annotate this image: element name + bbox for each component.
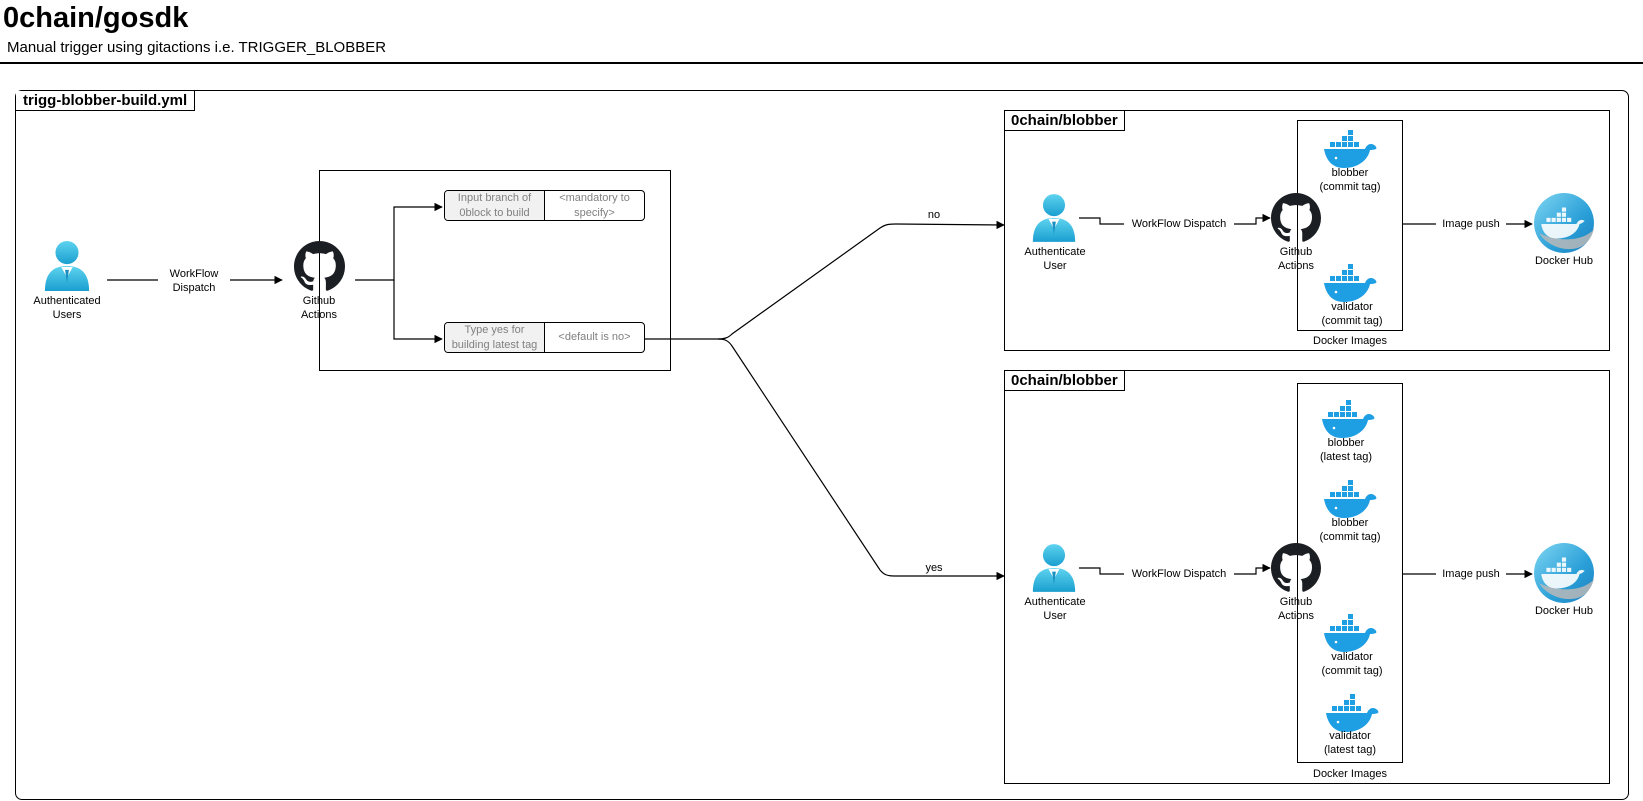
github-icon — [1271, 543, 1321, 593]
authenticated-users-icon — [43, 241, 91, 291]
input-arrow-branch — [355, 202, 443, 281]
input-field-value: <mandatory to specify> — [559, 191, 630, 219]
docker-image-icon — [1320, 399, 1376, 439]
page-subtitle: Manual trigger using gitactions i.e. TRI… — [7, 39, 387, 56]
docker-image-icon — [1322, 263, 1378, 303]
docker-image-icon — [1322, 479, 1378, 519]
docker-image-label: validator (latest tag) — [1324, 730, 1376, 756]
authenticate-user-icon — [1031, 543, 1077, 593]
input-field-branch[interactable]: Input branch of 0block to build <mandato… — [444, 190, 645, 221]
github-actions-label: Github Actions — [300, 295, 338, 321]
github-icon — [1271, 193, 1321, 243]
docker-image-label: validator (commit tag) — [1321, 301, 1383, 327]
docker-images-group-label: Docker Images — [1313, 768, 1387, 780]
input-field-key: Input branch of 0block to build — [445, 191, 545, 220]
docker-hub-label: Docker Hub — [1534, 255, 1594, 267]
github-actions-label: Github Actions — [1277, 596, 1315, 622]
docker-image-icon — [1322, 129, 1378, 169]
dispatch-label: WorkFlow Dispatch — [158, 267, 230, 295]
repo-name-tab: 0chain/blobber — [1005, 371, 1125, 391]
github-actions-label: Github Actions — [1277, 246, 1315, 272]
docker-image-label: blobber (commit tag) — [1319, 167, 1381, 193]
repo-frame-no: 0chain/blobber — [1004, 110, 1610, 351]
yes-branch-arrow — [717, 338, 1005, 581]
repo-name-tab: 0chain/blobber — [1005, 111, 1125, 131]
repo-yes-user-line — [1079, 567, 1124, 575]
authenticated-users-label: Authenticated Users — [33, 295, 101, 321]
repo-no-user-line — [1079, 217, 1124, 225]
input-arrow-latest — [393, 280, 443, 344]
authenticate-user-label: Authenticate User — [1024, 596, 1086, 622]
authenticate-user-icon — [1031, 193, 1077, 243]
header-divider — [0, 62, 1643, 64]
workflow-name-tab: trigg-blobber-build.yml — [16, 91, 196, 111]
docker-image-label: blobber (latest tag) — [1320, 437, 1372, 463]
docker-image-label: validator (commit tag) — [1321, 651, 1383, 677]
docker-image-icon — [1324, 693, 1380, 733]
docker-images-group-label: Docker Images — [1313, 335, 1387, 347]
image-push-label: Image push — [1436, 217, 1506, 231]
docker-hub-icon — [1533, 192, 1595, 254]
github-icon — [294, 241, 345, 292]
input-field-key: Type yes for building latest tag — [445, 323, 545, 352]
image-push-label: Image push — [1436, 567, 1506, 581]
inputs-group — [319, 170, 671, 371]
docker-hub-icon — [1533, 542, 1595, 604]
no-branch-arrow — [645, 220, 1005, 340]
branch-label-no: no — [922, 208, 946, 222]
input-field-latest[interactable]: Type yes for building latest tag <defaul… — [444, 322, 645, 353]
docker-images-group-no — [1297, 120, 1403, 331]
page-title: 0chain/gosdk — [3, 2, 189, 34]
input-field-value: <default is no> — [558, 331, 631, 343]
branch-label-yes: yes — [920, 561, 948, 575]
docker-image-label: blobber (commit tag) — [1319, 517, 1381, 543]
repo-yes-dispatch-arrow — [1234, 563, 1271, 575]
docker-images-group-yes — [1297, 383, 1403, 763]
workflow-dispatch-label: WorkFlow Dispatch — [1126, 567, 1232, 581]
workflow-frame: trigg-blobber-build.yml — [15, 90, 1629, 800]
docker-hub-label: Docker Hub — [1534, 605, 1594, 617]
docker-image-icon — [1322, 613, 1378, 653]
workflow-dispatch-label: WorkFlow Dispatch — [1126, 217, 1232, 231]
authenticate-user-label: Authenticate User — [1024, 246, 1086, 272]
repo-no-dispatch-arrow — [1234, 213, 1271, 225]
